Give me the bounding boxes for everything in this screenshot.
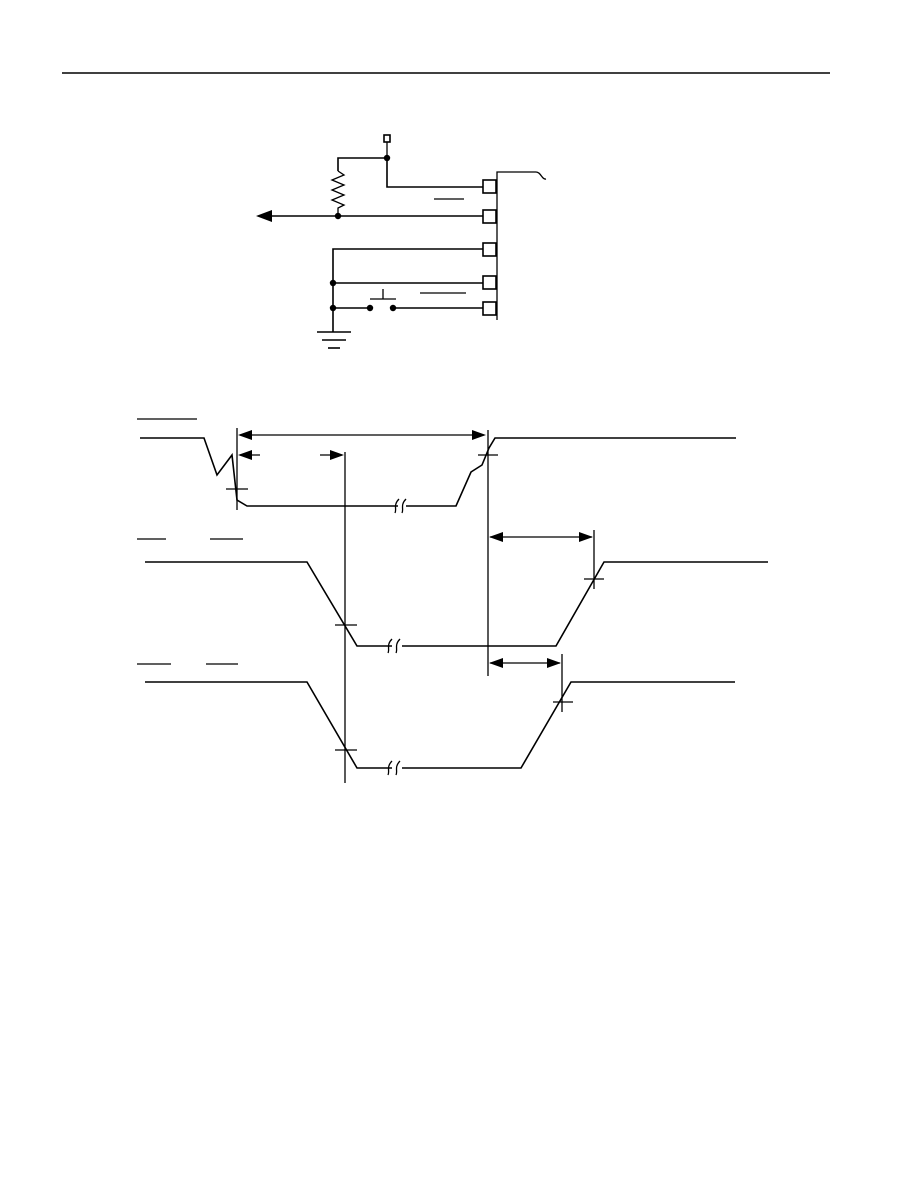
ic-body-outline — [496, 171, 547, 320]
pushbutton-switch — [366, 289, 397, 312]
ic-pin-2 — [482, 209, 497, 224]
ic-pin-3 — [482, 242, 497, 257]
dimension-arrow-1 — [238, 430, 486, 440]
signal-3-waveform — [145, 681, 392, 769]
ground-symbol — [317, 331, 351, 349]
timing-diagram — [137, 418, 768, 783]
dimension-arrow-4 — [489, 658, 561, 668]
ic-pin-5 — [482, 301, 497, 316]
reset-circuit-schematic — [256, 134, 547, 349]
ic-pin-1 — [482, 179, 497, 194]
dimension-arrow-3 — [489, 532, 593, 542]
reset-output-arrow — [256, 210, 272, 222]
dimension-arrow-2 — [238, 450, 344, 460]
signal-2-waveform — [145, 561, 392, 647]
vcc-terminal — [383, 134, 391, 143]
pullup-resistor — [330, 170, 346, 216]
ic-pin-4 — [482, 275, 497, 290]
signal-1-waveform — [140, 437, 398, 507]
